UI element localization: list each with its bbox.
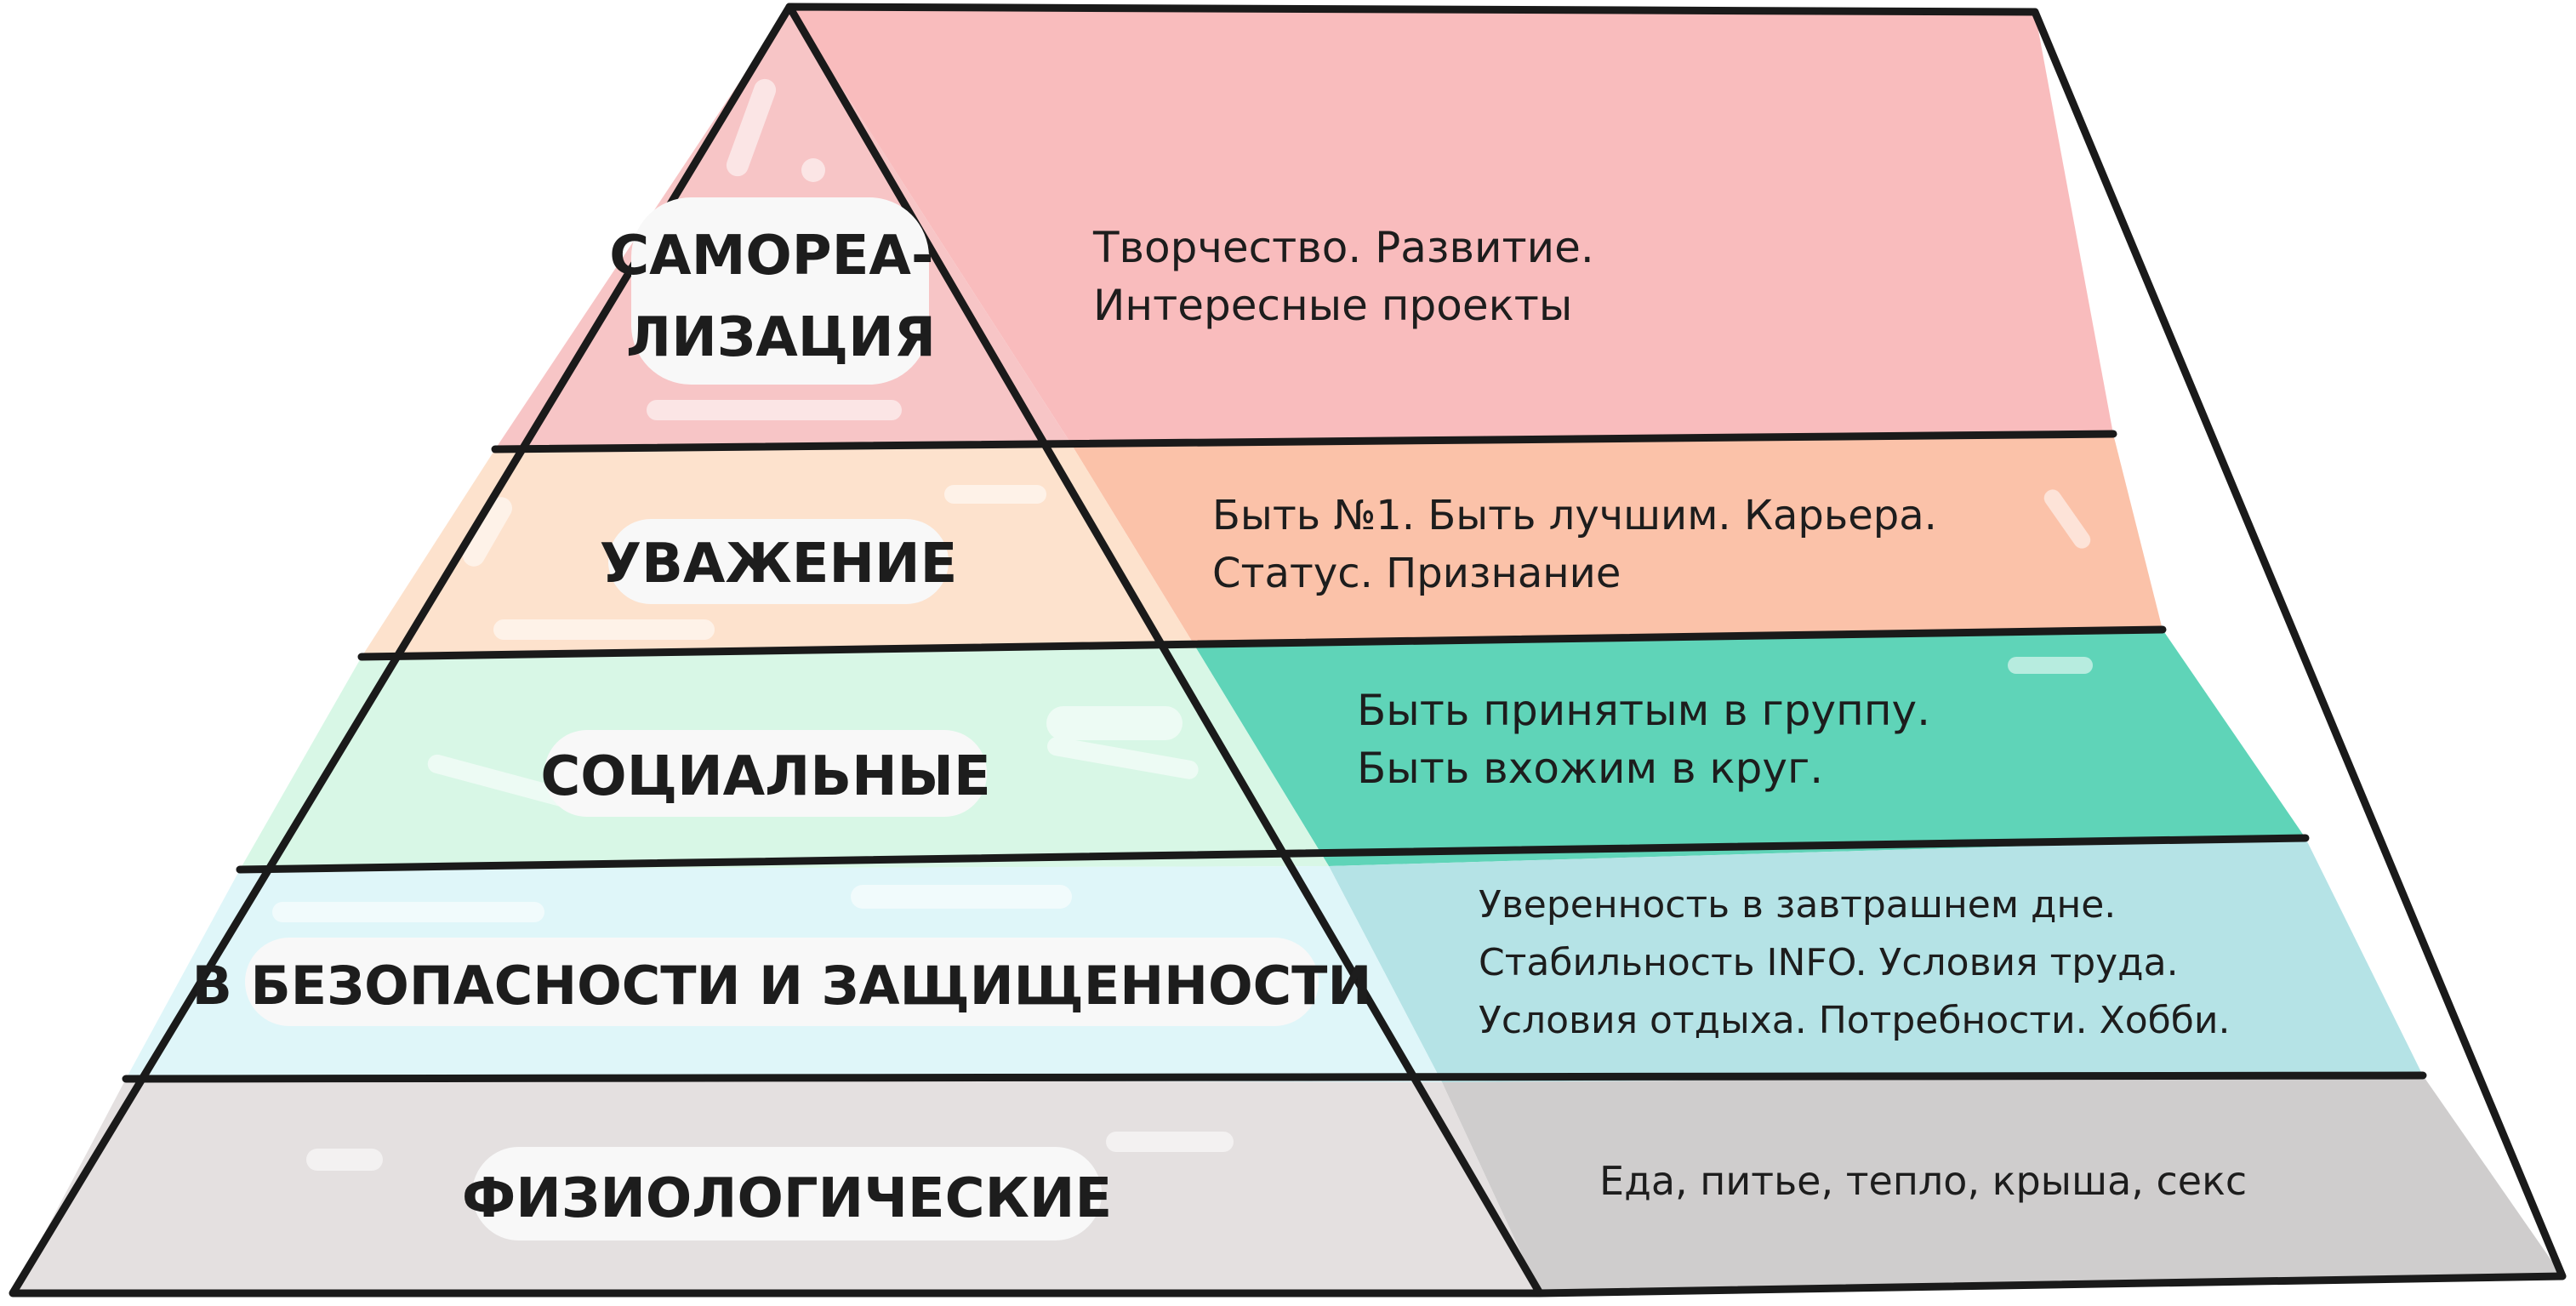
label-pill-safety [245, 938, 1319, 1026]
side-face-self-actualization [789, 7, 2113, 442]
level-descriptions: Творчество. Развитие. Интересные проекты… [1092, 223, 2247, 1204]
label-pill-self-actualization [631, 197, 929, 385]
label-pills [245, 197, 1319, 1240]
description-physiological: Еда, питье, тепло, крыша, секс [1599, 1158, 2247, 1204]
side-faces [789, 7, 2562, 1293]
label-pill-esteem [608, 519, 949, 604]
level-label-esteem: УВАЖЕНИЕ [600, 533, 958, 596]
label-pill-physiological [472, 1147, 1102, 1240]
highlight-marks [272, 78, 2093, 1171]
level-labels: САМОРЕА- ЛИЗАЦИЯ УВАЖЕНИЕ СОЦИАЛЬНЫЕ В Б… [192, 225, 1372, 1230]
label-pill-social [544, 730, 987, 817]
side-face-esteem [1070, 434, 2163, 647]
level-label-social: СОЦИАЛЬНЫЕ [540, 745, 990, 808]
divider-2 [357, 625, 2167, 661]
side-face-physiological [1442, 1075, 2562, 1293]
level-label-self-actualization: САМОРЕА- ЛИЗАЦИЯ [609, 225, 953, 369]
divider-1 [491, 430, 2117, 453]
level-label-safety: В БЕЗОПАСНОСТИ И ЗАЩИЩЕННОСТИ [192, 955, 1372, 1017]
divider-3 [236, 834, 2310, 874]
side-face-social [1195, 630, 2305, 866]
side-face-safety [1329, 838, 2423, 1082]
description-self-actualization: Творчество. Развитие. Интересные проекты [1092, 223, 1608, 330]
description-social: Быть принятым в группу. Быть вхожим в кр… [1357, 686, 1944, 793]
divider-4 [122, 1071, 2427, 1083]
description-esteem: Быть №1. Быть лучшим. Карьера. Статус. П… [1212, 492, 1950, 597]
level-label-physiological: ФИЗИОЛОГИЧЕСКИЕ [462, 1167, 1112, 1230]
description-safety: Уверенность в завтрашнем дне. Стабильнос… [1479, 883, 2230, 1042]
